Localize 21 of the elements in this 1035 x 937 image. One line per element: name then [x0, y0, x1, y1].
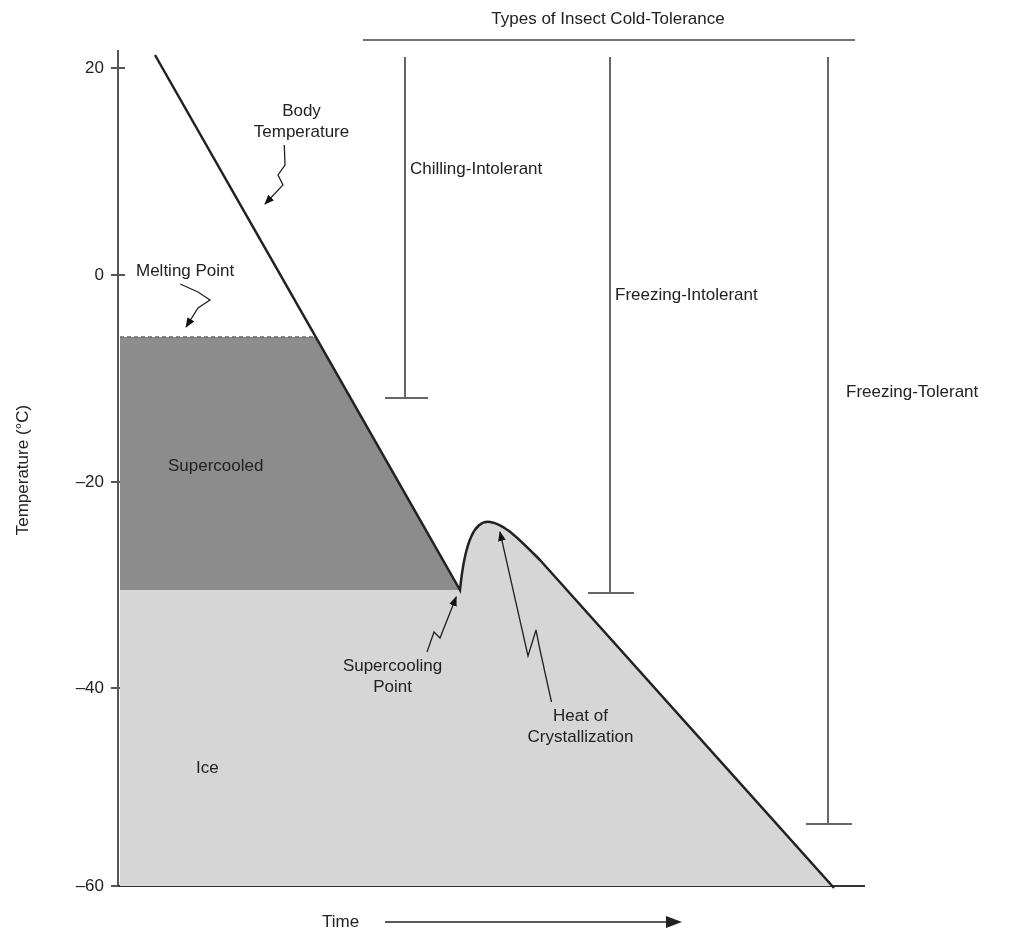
- chart-title: Types of Insect Cold-Tolerance: [491, 8, 725, 29]
- region-label: Ice: [196, 757, 219, 778]
- leader-line: [179, 283, 212, 328]
- leader-line: [426, 596, 457, 653]
- annotation-label: Body Temperature: [244, 100, 359, 142]
- leader-line: [498, 531, 553, 703]
- range-label: Freezing-Tolerant: [846, 381, 979, 402]
- axis-title: Temperature (°C): [11, 404, 33, 536]
- tick-label: –40: [75, 677, 104, 698]
- region-label: Supercooled: [168, 455, 264, 476]
- axis-title: Time: [322, 911, 360, 932]
- tick-label: –20: [75, 471, 104, 492]
- leader-line: [264, 144, 286, 205]
- annotation-label: Heat of Crystallization: [508, 705, 653, 747]
- tick-label: 0: [94, 264, 104, 285]
- annotation-label: Melting Point: [136, 260, 235, 281]
- tick-label: 20: [85, 57, 104, 78]
- range-label: Chilling-Intolerant: [410, 158, 543, 179]
- range-label: Freezing-Intolerant: [615, 284, 758, 305]
- annotation-label: Supercooling Point: [335, 655, 450, 697]
- tick-label: –60: [75, 875, 104, 896]
